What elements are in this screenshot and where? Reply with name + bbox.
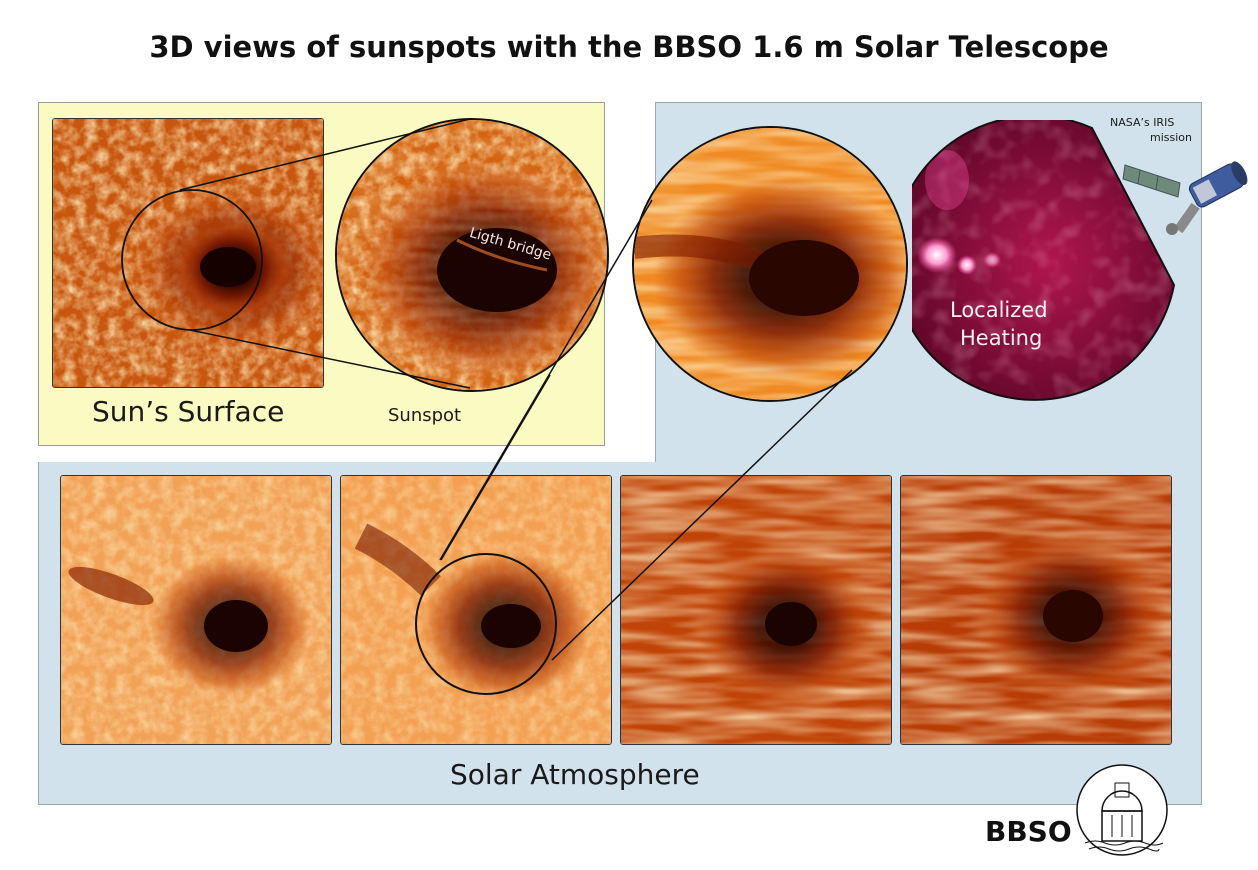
figure-title: 3D views of sunspots with the BBSO 1.6 m… bbox=[149, 30, 1109, 64]
sun-surface-label: Sun’s Surface bbox=[92, 395, 285, 428]
localized-heating-label-line2: Heating bbox=[960, 326, 1043, 350]
localized-heating-image: Localized Heating bbox=[891, 114, 1187, 405]
solar-atmosphere-label: Solar Atmosphere bbox=[450, 758, 700, 791]
atmosphere-image-1 bbox=[60, 475, 332, 745]
chromosphere-closeup-image bbox=[632, 126, 908, 402]
sunspot-closeup-image bbox=[335, 118, 609, 392]
localized-heating-label-line1: Localized bbox=[950, 298, 1048, 322]
atmosphere-image-3 bbox=[620, 475, 892, 745]
sun-surface-image bbox=[52, 118, 324, 388]
atmosphere-image-4 bbox=[900, 475, 1172, 745]
bbso-logo-text: BBSO bbox=[985, 815, 1072, 848]
bbso-observatory-logo-icon bbox=[1075, 763, 1170, 858]
iris-satellite-icon bbox=[1120, 145, 1250, 240]
sunspot-label: Sunspot bbox=[388, 405, 462, 426]
iris-mission-label-line1: NASA’s IRIS bbox=[1110, 116, 1175, 129]
atmosphere-image-2 bbox=[340, 475, 612, 745]
iris-mission-label-line2: mission bbox=[1150, 131, 1192, 144]
